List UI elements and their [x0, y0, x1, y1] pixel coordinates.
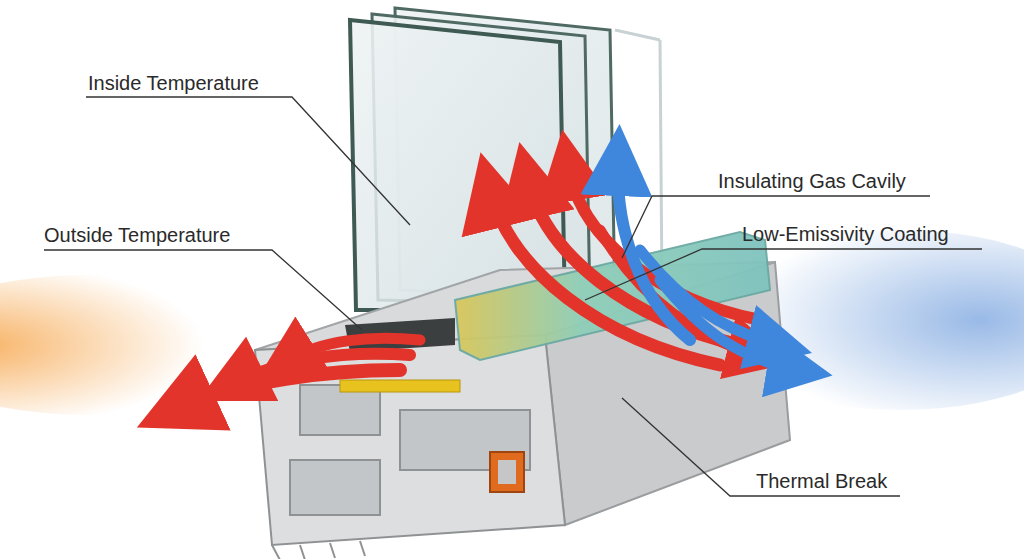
window-frame: [255, 232, 790, 559]
leader-lines: [44, 97, 982, 496]
callout-label: Thermal Break: [756, 469, 887, 493]
callout-label: Low-Emissivity Coating: [742, 222, 949, 246]
callout-label: Outside Temperature: [44, 223, 230, 247]
heat-flow-arrows: [175, 160, 800, 410]
callout-label: Insulating Gas Cavily: [718, 169, 906, 193]
callout-label: Inside Temperature: [88, 71, 259, 95]
